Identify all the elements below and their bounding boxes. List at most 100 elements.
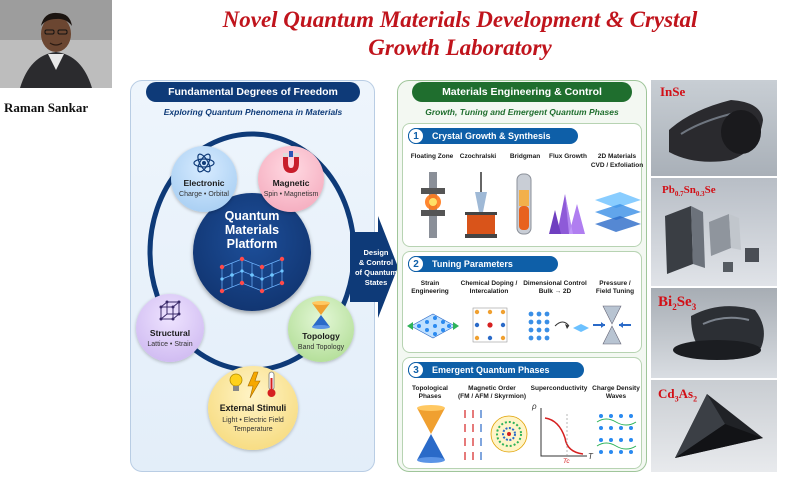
strain-lattice-icon <box>407 313 459 339</box>
dimensional-control-icon <box>528 311 589 341</box>
doping-label-2: Intercalation <box>469 288 509 295</box>
structural-sub: Lattice • Strain <box>147 341 193 348</box>
topological-cone-icon <box>417 405 445 463</box>
dimensional-label-2: Bulk → 2D <box>538 288 572 295</box>
external-stimuli-node: External Stimuli Light • Electric Field … <box>208 366 298 450</box>
magnetic-title: Magnetic <box>272 178 310 188</box>
center-line-3: Platform <box>226 237 278 251</box>
section-1-number: 1 <box>408 128 424 144</box>
magnetic-order-label-2: (FM / AFM / Skyrmion) <box>458 393 527 400</box>
label-se3-sub: 3 <box>691 302 697 312</box>
superconductivity-label: Superconductivity <box>530 385 588 392</box>
electronic-sub: Charge • Orbital <box>179 191 229 198</box>
structural-node: Structural Lattice • Strain <box>136 294 204 362</box>
topology-node: Topology Band Topology <box>288 296 354 362</box>
section-2-title: Tuning Parameters <box>408 256 558 272</box>
right-panel-subtitle: Growth, Tuning and Emergent Quantum Phas… <box>425 107 619 117</box>
inse-crystal-image <box>669 100 763 162</box>
right-panel-header: Materials Engineering & Control <box>412 82 632 102</box>
title-line-1: Novel Quantum Materials Development & Cr… <box>222 7 698 32</box>
czochralski-label: Czochralski <box>459 153 497 160</box>
label-bi: Bi <box>658 294 673 310</box>
label-cd: Cd <box>658 386 675 401</box>
pressure-label-2: Field Tuning <box>595 288 635 295</box>
center-line-1: Quantum <box>224 209 280 223</box>
label-pb-sub: 0.7 <box>674 190 684 199</box>
external-sub-2: Temperature <box>233 426 273 433</box>
dirac-cone-icon <box>312 301 330 329</box>
arrow-line-4: States <box>364 278 388 287</box>
portrait-photo <box>0 0 112 88</box>
title-line-2: Growth Laboratory <box>368 35 552 60</box>
lightning-icon <box>247 371 261 399</box>
sc-axis-rho: ρ <box>532 402 537 411</box>
strain-label-1: Strain <box>420 280 440 287</box>
pbsnse-crystal-image <box>665 206 759 274</box>
topology-title: Topology <box>302 331 340 341</box>
photo-bi2se3 <box>651 288 777 378</box>
cdw-label-2: Waves <box>605 393 627 400</box>
lightbulb-icon <box>229 373 243 391</box>
flux-growth-icon <box>549 194 585 234</box>
label-as-sub: 2 <box>693 394 698 404</box>
label-as: As <box>678 386 694 401</box>
arrow-line-3: of Quantum <box>354 268 398 277</box>
arrow-line-2: & Control <box>358 258 394 267</box>
cube-lattice-icon <box>159 300 181 321</box>
label-pbsnse: Pb0.7Sn0.3Se <box>662 184 716 198</box>
label-se3: Se <box>676 294 692 310</box>
photo-pbsnse <box>651 178 777 286</box>
external-stimuli-icons <box>229 371 276 399</box>
photo-cd3as2 <box>651 380 777 472</box>
dimensional-label-1: Dimensional Control <box>523 280 587 287</box>
magnet-icon <box>283 151 299 173</box>
left-panel-header: Fundamental Degrees of Freedom <box>146 82 360 102</box>
section-2-number: 2 <box>408 256 424 272</box>
pressure-label-1: Pressure / <box>599 280 631 287</box>
magnetic-order-label-1: Magnetic Order <box>468 385 516 392</box>
magnetic-sub: Spin • Magnetism <box>263 191 319 198</box>
arrow-label: Design & Control of Quantum States <box>352 248 400 288</box>
bridgman-icon <box>516 173 532 235</box>
quantum-materials-platform: Quantum Materials Platform <box>193 193 311 311</box>
crystal-growth-illustrations <box>421 172 641 238</box>
portrait-image <box>0 0 112 88</box>
doping-label-1: Chemical Doping / <box>460 280 518 287</box>
floating-zone-label: Floating Zone <box>410 153 454 160</box>
bi2se3-crystal-image <box>673 306 764 360</box>
page-title: Novel Quantum Materials Development & Cr… <box>140 6 780 62</box>
floating-zone-icon <box>421 172 445 238</box>
center-line-2: Materials <box>224 223 280 237</box>
phases-illustrations <box>417 405 637 463</box>
label-pb: Pb <box>662 184 675 196</box>
cd3as2-crystal-image <box>675 394 763 458</box>
cdw-lattice-icon <box>596 414 637 454</box>
tuning-illustrations <box>407 305 631 345</box>
2d-materials-icon <box>595 192 641 232</box>
thermometer-icon <box>267 371 276 397</box>
2d-materials-label: 2D Materials <box>597 153 637 160</box>
structural-title: Structural <box>149 328 191 338</box>
label-bi2se3: Bi2Se3 <box>658 294 696 312</box>
photo-inse <box>651 80 777 176</box>
atom-icon <box>193 153 215 173</box>
section-3-title: Emergent Quantum Phases <box>408 362 584 378</box>
topological-label-1: Topological <box>412 385 448 392</box>
sc-axis-tc: Tc <box>563 458 570 465</box>
crystal-lattice-icon <box>219 256 285 294</box>
label-cd-sub: 3 <box>674 394 679 404</box>
label-se: Se <box>704 184 716 196</box>
bridgman-label: Bridgman <box>509 153 541 160</box>
design-control-arrow <box>350 216 398 318</box>
arrow-line-1: Design <box>363 248 389 257</box>
magnetic-node: Magnetic Spin • Magnetism <box>258 146 324 212</box>
label-sn: Sn <box>683 184 696 196</box>
topological-label-2: Phases <box>418 393 442 400</box>
doping-lattice-icon <box>472 307 508 343</box>
external-sub-1: Light • Electric Field <box>222 417 284 424</box>
pressure-cell-icon <box>593 305 631 345</box>
magnetic-order-icon <box>464 410 528 460</box>
electronic-title: Electronic <box>183 178 225 188</box>
strain-label-2: Engineering <box>411 288 449 295</box>
2d-materials-sub-label: CVD / Exfoliation <box>590 162 644 169</box>
